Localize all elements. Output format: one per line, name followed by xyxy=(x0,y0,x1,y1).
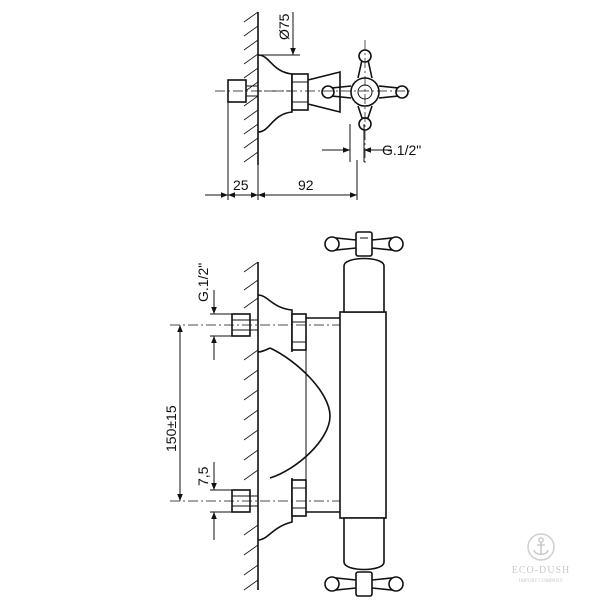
anchor-icon xyxy=(527,533,555,561)
wall-hatch-top xyxy=(243,11,259,163)
dim-offset: 7,5 xyxy=(195,462,232,540)
hex-nut-lower xyxy=(291,479,307,517)
wall-hatch-front xyxy=(243,261,259,591)
watermark: ECO-DUSH IMPORT COMPANY xyxy=(512,533,571,584)
dim-thread-front-label: G.1/2" xyxy=(195,263,211,302)
hex-nut-upper xyxy=(291,313,307,351)
dim-spacing: 150±15 xyxy=(163,325,183,501)
rosette-upper xyxy=(257,294,293,352)
top-view: Ø75 G.1/2" 25 92 xyxy=(205,11,421,200)
dim-offset-label: 7,5 xyxy=(195,466,211,486)
dim-thread-top: G.1/2" xyxy=(322,142,421,158)
dim-diameter: Ø75 xyxy=(258,12,300,56)
upper-housing xyxy=(343,257,385,313)
dim-thread-front: G.1/2" xyxy=(195,263,232,360)
dim-spacing-label: 150±15 xyxy=(163,405,179,452)
dim-diameter-label: Ø75 xyxy=(276,13,292,40)
hex-nut-top xyxy=(291,73,309,111)
lower-housing xyxy=(343,517,385,571)
dim-wall-label: 25 xyxy=(233,177,249,193)
front-view: G.1/2" 150±15 7,5 xyxy=(163,231,404,597)
mixer-body-top xyxy=(307,70,341,114)
cross-handle-upper xyxy=(324,231,404,257)
connector-curve xyxy=(269,347,331,479)
cross-handle-top xyxy=(321,49,409,131)
rosette-top xyxy=(257,54,293,133)
mixer-body-front xyxy=(306,317,340,513)
watermark-brand: ECO-DUSH xyxy=(512,565,571,576)
watermark-tagline: IMPORT COMPANY xyxy=(519,579,564,584)
dim-depth-label: 92 xyxy=(298,177,314,193)
rosette-lower xyxy=(257,478,293,541)
dim-thread-top-label: G.1/2" xyxy=(382,142,421,158)
cross-handle-lower xyxy=(324,571,404,597)
dim-horizontal-top: 25 92 xyxy=(205,100,358,200)
mixer-column xyxy=(339,311,387,519)
